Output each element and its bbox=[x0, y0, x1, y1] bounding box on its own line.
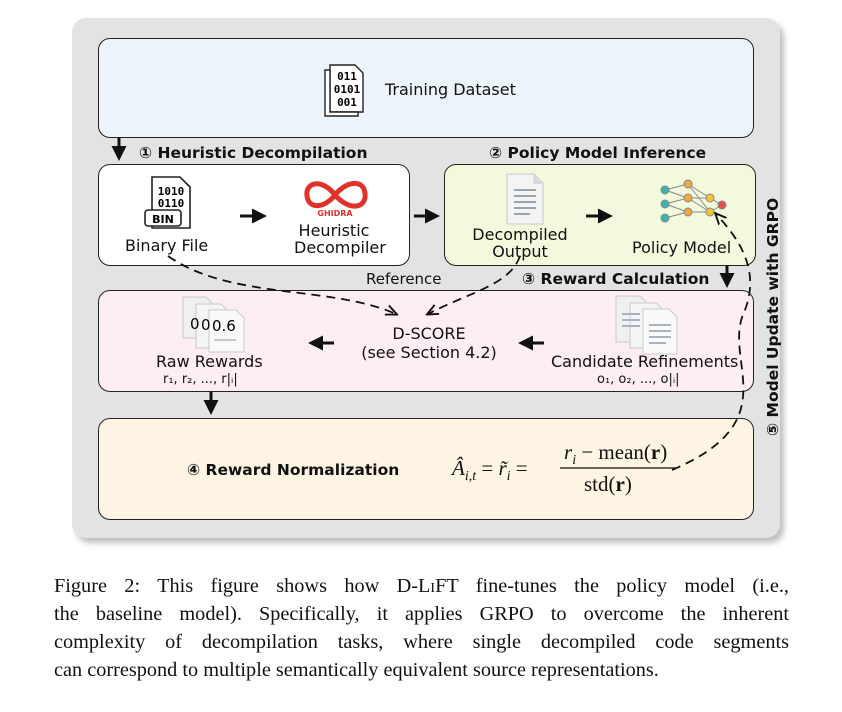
reward-normalization-box bbox=[98, 418, 754, 520]
caption-line-2: the baseline model). Specifically, it ap… bbox=[54, 603, 789, 625]
candidate-documents-icon bbox=[615, 295, 678, 355]
document-icon bbox=[506, 173, 544, 225]
bin-icon-line-1: 1010 bbox=[158, 185, 185, 198]
caption-line-4: can correspond to multiple semantically … bbox=[54, 659, 659, 681]
caption-line-1-part-a: Figure 2: This figure shows how D-L bbox=[54, 575, 431, 597]
step-5-label: ⑤ Model Update with GRPO bbox=[764, 197, 782, 436]
raw-rewards-subscript: r₁, r₂, ..., r|ᵢ| bbox=[163, 372, 238, 387]
caption-line-1-part-c: FT fine-tunes the policy model (i.e., bbox=[435, 575, 789, 597]
caption-line-1: Figure 2: This figure shows how D-LiFT f… bbox=[54, 572, 789, 600]
formula-denominator: std(r) bbox=[584, 472, 632, 496]
caption-line-1-part-b: i bbox=[430, 575, 436, 597]
output-label-line-1: Decompiled bbox=[472, 225, 568, 244]
dashed-output-arrow bbox=[428, 255, 521, 314]
caption-line-3: complexity of decompilation tasks, where… bbox=[54, 631, 789, 653]
raw-reward-value-3: 0.6 bbox=[212, 317, 236, 335]
candidate-refinements-label: Candidate Refinements bbox=[551, 352, 739, 371]
ghidra-logo-text: GHIDRA bbox=[317, 209, 353, 218]
dashed-grpo-update-arrow bbox=[671, 214, 751, 471]
dataset-icon-line-2: 0101 bbox=[334, 83, 361, 96]
decompiler-label-line-1: Heuristic bbox=[298, 221, 370, 240]
step-4-label: ④ Reward Normalization bbox=[187, 461, 400, 479]
neural-network-icon bbox=[660, 179, 727, 223]
training-dataset-box bbox=[98, 38, 754, 138]
dscore-section-ref: (see Section 4.2) bbox=[361, 343, 497, 362]
dscore-label: D-SCORE (see Section 4.2) bbox=[356, 324, 502, 362]
ghidra-logo: GHIDRA bbox=[304, 181, 368, 218]
figure-caption: Figure 2: This figure shows how D-LiFT f… bbox=[54, 572, 789, 684]
raw-reward-value-1: 0 bbox=[190, 315, 200, 333]
formula-numerator: ri − mean(r) bbox=[564, 440, 668, 469]
bin-badge: BIN bbox=[152, 213, 174, 226]
dataset-icon-line-3: 001 bbox=[337, 96, 357, 109]
step-1-label: ① Heuristic Decompilation bbox=[139, 144, 368, 162]
step-3-label: ③ Reward Calculation bbox=[522, 270, 710, 288]
raw-rewards-document-icon: 0 0 0.6 bbox=[182, 296, 245, 353]
bin-icon-line-2: 0110 bbox=[158, 197, 185, 210]
binary-document-icon: 011 0101 001 bbox=[324, 64, 364, 117]
reference-label: Reference bbox=[366, 270, 442, 288]
output-label-line-2: Output bbox=[492, 242, 548, 261]
candidate-refinements-subscript: o₁, o₂, ..., o|ᵢ| bbox=[597, 372, 680, 387]
dscore-title: D-SCORE bbox=[392, 324, 466, 343]
binary-file-label: Binary File bbox=[125, 236, 209, 255]
formula-lhs: Âi,t = r̃i = bbox=[452, 456, 528, 485]
heuristic-decompiler-label: Heuristic Decompiler bbox=[294, 221, 386, 257]
decompiler-label-line-2: Decompiler bbox=[294, 238, 386, 257]
raw-reward-value-2: 0 bbox=[201, 316, 211, 334]
training-dataset-label: Training Dataset bbox=[385, 80, 516, 99]
policy-model-label: Policy Model bbox=[632, 238, 732, 257]
dataset-icon-line-1: 011 bbox=[337, 70, 357, 83]
dashed-arrows bbox=[167, 214, 751, 471]
binary-file-icon: 1010 0110 BIN bbox=[144, 176, 191, 229]
raw-rewards-label: Raw Rewards bbox=[156, 352, 263, 371]
flow-arrows bbox=[111, 138, 735, 415]
decompiled-output-label: Decompiled Output bbox=[470, 226, 570, 260]
step-2-label: ② Policy Model Inference bbox=[489, 144, 707, 162]
